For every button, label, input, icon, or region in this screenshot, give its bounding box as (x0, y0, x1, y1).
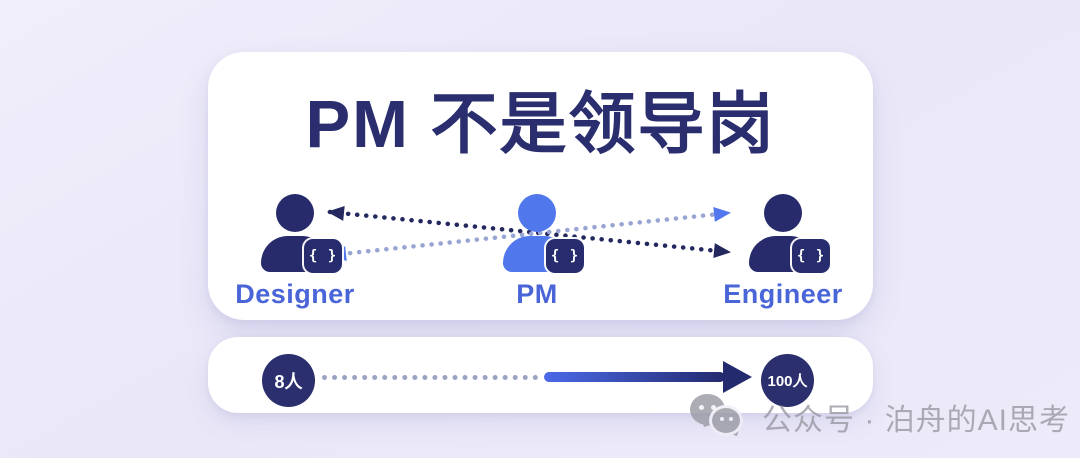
pm-label: PM (516, 279, 558, 309)
designer-person-icon: { } (261, 194, 342, 273)
watermark: 公众号 · 泊舟的AI思考 (690, 392, 1071, 445)
crossing-arrows-graphic (327, 205, 731, 261)
bubble-eye (729, 417, 733, 421)
engineer-label: Engineer (723, 279, 843, 309)
code-braces-icon: { } (792, 239, 830, 273)
growth-arrowhead-icon (723, 361, 752, 393)
pm-person-icon: { } (503, 194, 584, 273)
bubble-eye (711, 405, 716, 410)
role-designer: { } Designer (225, 194, 365, 310)
light-dotted-arrow (329, 207, 731, 261)
person-head (764, 194, 802, 232)
end-count-badge: 100人 (761, 354, 814, 407)
code-braces-icon: { } (546, 239, 584, 273)
team-growth-bar: 8人 100人 (208, 337, 873, 413)
page-title: PM 不是领导岗 (305, 87, 776, 162)
bubble-eye (720, 417, 724, 421)
person-head (276, 194, 314, 232)
wechat-icon (690, 392, 746, 445)
designer-label: Designer (235, 279, 355, 309)
code-braces-icon: { } (304, 239, 342, 273)
role-pm: { } PM (467, 194, 607, 310)
start-count-badge: 8人 (262, 354, 315, 407)
engineer-person-icon: { } (749, 194, 830, 273)
solid-growth-arrow (544, 372, 725, 382)
bubble-eye (699, 405, 704, 410)
main-card: PM 不是领导岗 { } Designer (208, 52, 873, 320)
watermark-text: 公众号 · 泊舟的AI思考 (762, 404, 1071, 437)
chat-bubble-small (712, 408, 740, 433)
dotted-growth-track (322, 375, 538, 380)
person-head (518, 194, 556, 232)
role-engineer: { } Engineer (713, 194, 853, 310)
